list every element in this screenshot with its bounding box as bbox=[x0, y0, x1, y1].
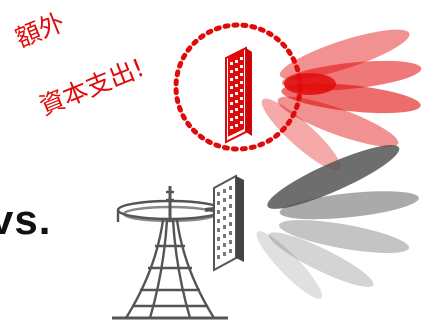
callout-line-1: 額外 bbox=[11, 7, 69, 54]
callout-line-2: 資本支出! bbox=[35, 52, 149, 122]
extra-capex-callout: 額外 資本支出! bbox=[6, 4, 196, 121]
tower-antenna-panel-icon bbox=[213, 174, 244, 272]
cell-tower-icon bbox=[112, 186, 228, 320]
antenna-panel-icon bbox=[225, 46, 252, 144]
red-beam-icon bbox=[261, 29, 422, 171]
comparison-label: vs. bbox=[0, 196, 52, 243]
gray-beam-icon bbox=[256, 145, 419, 299]
